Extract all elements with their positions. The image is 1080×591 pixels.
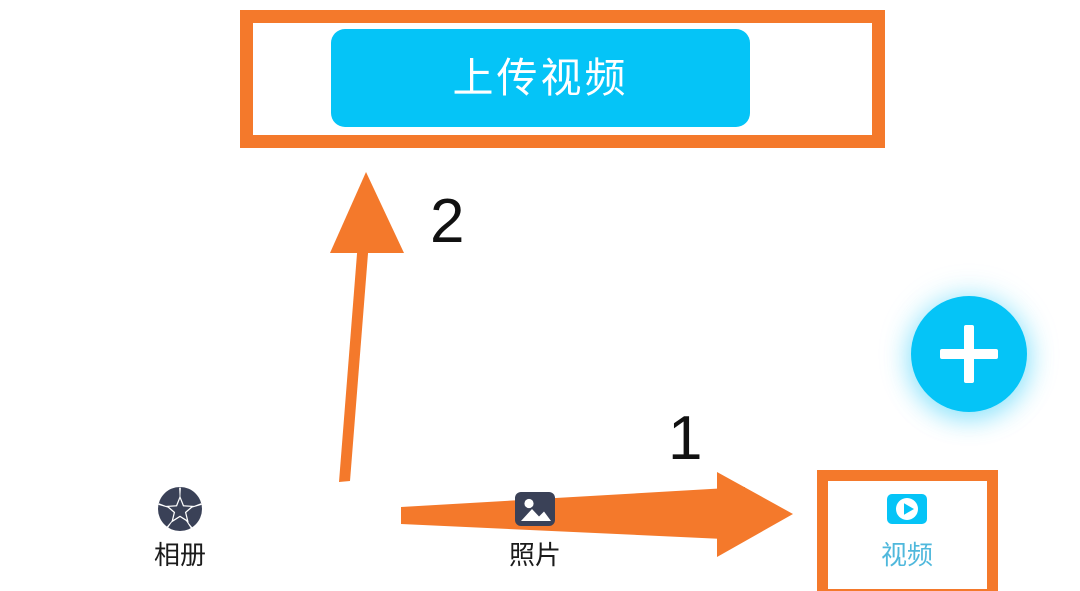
star-circle-icon (158, 487, 202, 531)
toolbar-item-video[interactable]: 视频 (847, 485, 967, 569)
toolbar-item-album-label: 相册 (153, 541, 206, 571)
arrow-up-icon (330, 172, 404, 482)
upload-video-button-label: 上传视频 (452, 53, 629, 102)
video-play-icon (887, 494, 927, 524)
toolbar-item-photo[interactable]: 照片 (475, 485, 595, 569)
step-1-highlight-box (817, 470, 998, 591)
toolbar-item-photo-label: 照片 (508, 541, 561, 571)
annotation-number-1: 1 (668, 404, 703, 473)
upload-video-button[interactable]: 上传视频 (331, 29, 750, 127)
annotation-number-2: 2 (430, 187, 465, 256)
add-floating-action-button[interactable] (911, 296, 1027, 412)
photo-image-icon (515, 492, 555, 526)
toolbar-item-album[interactable]: 相册 (120, 485, 240, 569)
plus-icon-vertical-bar (964, 325, 974, 383)
toolbar-item-video-label: 视频 (880, 541, 933, 571)
arrow-right-icon (401, 472, 793, 557)
